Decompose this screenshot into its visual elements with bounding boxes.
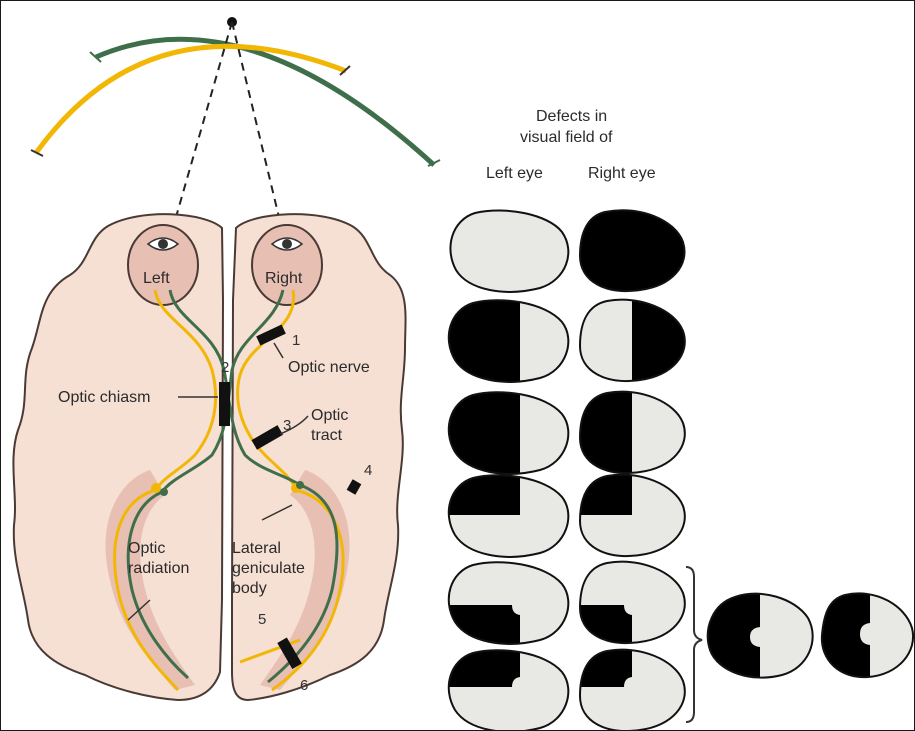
left-field-4: [440, 465, 580, 565]
left-sight-line: [170, 22, 232, 238]
lesion-number-2: 2: [221, 359, 229, 376]
right-field-2: [570, 290, 692, 390]
left-eye-label: Left: [143, 270, 170, 287]
right-field-6: [570, 640, 692, 731]
right-field-4: [570, 465, 692, 565]
field-row-4: [440, 465, 692, 565]
right-field-3: [570, 382, 692, 482]
right-field-5: [570, 552, 692, 652]
lesion-number-1: 1: [292, 332, 300, 349]
lgb-label-3: body: [232, 580, 267, 597]
lesion-number-6: 6: [300, 677, 308, 694]
left-eyeball: [128, 225, 198, 305]
lgb-label-1: Lateral: [232, 540, 281, 557]
left-field-1: [450, 210, 568, 291]
right-eye-field-arc: [96, 39, 434, 165]
field-row-3: [440, 382, 692, 482]
right-eyeball: [252, 225, 322, 305]
combined-left-field: [700, 585, 820, 685]
left-eye-column-header: Left eye: [486, 165, 543, 182]
header-line-1: Defects in: [536, 108, 607, 125]
optic-radiation-label-2: radiation: [128, 560, 189, 577]
field-row-6: [440, 640, 692, 731]
left-field-5: [440, 552, 580, 652]
field-row-2: [440, 290, 692, 390]
combined-right-field: [815, 585, 915, 685]
lesion-2: [219, 382, 230, 426]
header-line-2: visual field of: [520, 129, 613, 146]
right-field-1: [580, 210, 685, 291]
visual-field-arcs: [31, 17, 440, 238]
field-row-5: [440, 552, 692, 652]
optic-radiation-label-1: Optic: [128, 540, 165, 557]
lesion-number-5: 5: [258, 611, 266, 628]
brain: [13, 214, 405, 700]
right-eye-column-header: Right eye: [588, 165, 656, 182]
optic-tract-label-2: tract: [311, 427, 343, 444]
optic-chiasm-label: Optic chiasm: [58, 389, 150, 406]
rows-5-6-bracket: [686, 567, 702, 722]
field-row-1: [450, 210, 684, 292]
optic-nerve-label: Optic nerve: [288, 359, 370, 376]
lesion-number-4: 4: [364, 462, 372, 479]
left-field-2: [440, 290, 580, 390]
left-field-3: [440, 382, 580, 482]
left-field-6: [440, 640, 580, 731]
optic-tract-label-1: Optic: [311, 407, 348, 424]
right-eye-label: Right: [265, 270, 303, 287]
left-eye-field-arc: [36, 46, 346, 153]
lesion-number-3: 3: [283, 417, 291, 434]
lgb-label-2: geniculate: [232, 560, 305, 577]
